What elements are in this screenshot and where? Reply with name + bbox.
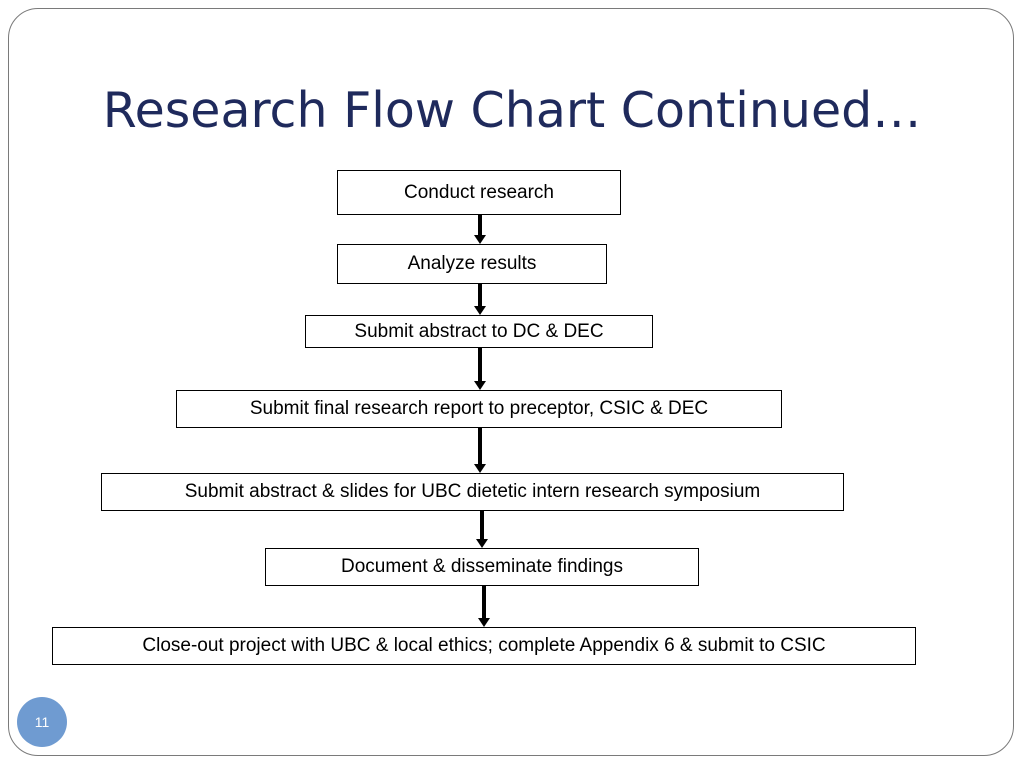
flow-step-submit-final-report: Submit final research report to precepto… — [176, 390, 782, 428]
flow-arrow-4 — [474, 428, 486, 473]
flow-arrow-1 — [474, 215, 486, 244]
slide-title: Research Flow Chart Continued… — [102, 82, 922, 139]
flow-arrow-6 — [478, 586, 490, 627]
flow-step-conduct-research: Conduct research — [337, 170, 621, 215]
flow-step-close-out-project: Close-out project with UBC & local ethic… — [52, 627, 916, 665]
flow-step-submit-symposium: Submit abstract & slides for UBC dieteti… — [101, 473, 844, 511]
flow-step-document-findings: Document & disseminate findings — [265, 548, 699, 586]
flow-arrow-5 — [476, 511, 488, 548]
flow-step-analyze-results: Analyze results — [337, 244, 607, 284]
flow-arrow-3 — [474, 348, 486, 390]
slide-number-badge: 11 — [17, 697, 67, 747]
flow-arrow-2 — [474, 284, 486, 315]
flow-step-submit-abstract: Submit abstract to DC & DEC — [305, 315, 653, 348]
